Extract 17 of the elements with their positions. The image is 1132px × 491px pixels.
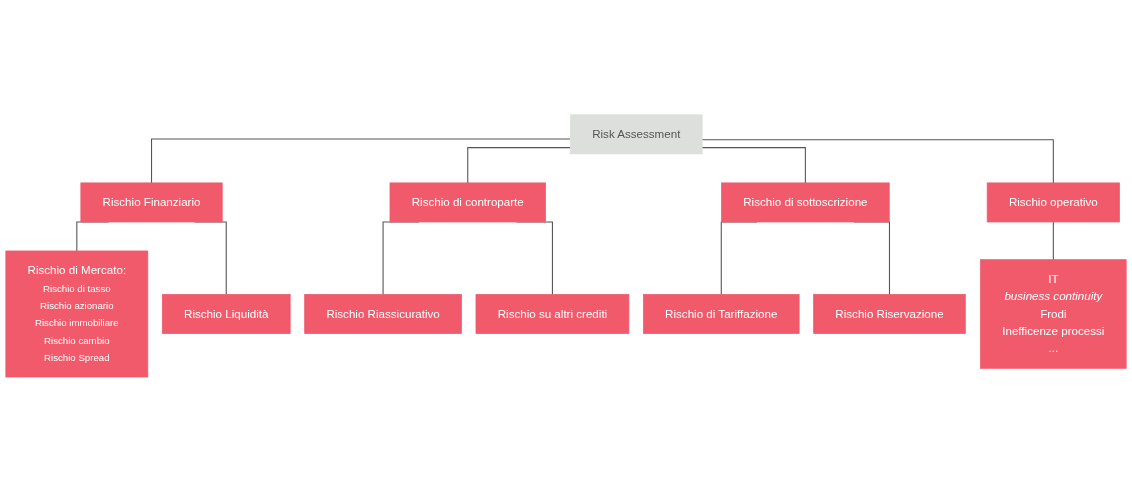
node-box: Rischio di controparte	[389, 182, 546, 222]
node-box: Rischio di sottoscrizione	[721, 182, 890, 222]
node-box: Rischio di Mercato: Rischio di tasso Rischio azionario Rischio immobiliare Rischio cambio Rischio Spread	[5, 250, 149, 377]
node-box: Risk Assessment	[570, 114, 703, 154]
connector	[701, 146, 806, 184]
node-box: Rischio Riservazione	[813, 293, 966, 334]
connector	[701, 138, 1054, 184]
node-box: Rischio Finanziario	[80, 182, 223, 222]
node-box: Rischio di Tariffazione	[643, 293, 800, 334]
connector	[1052, 221, 1054, 260]
connector	[467, 146, 571, 184]
node-box: IT business continuity Frodi Inefficenze processi ...	[980, 258, 1127, 369]
connector	[151, 138, 571, 184]
node-box: Rischio Liquidità	[161, 293, 291, 334]
node-box: Rischio Riassicurativo	[304, 293, 462, 334]
node-box: Rischio operativo	[986, 182, 1120, 222]
node-box: Rischio su altri crediti	[475, 293, 630, 334]
